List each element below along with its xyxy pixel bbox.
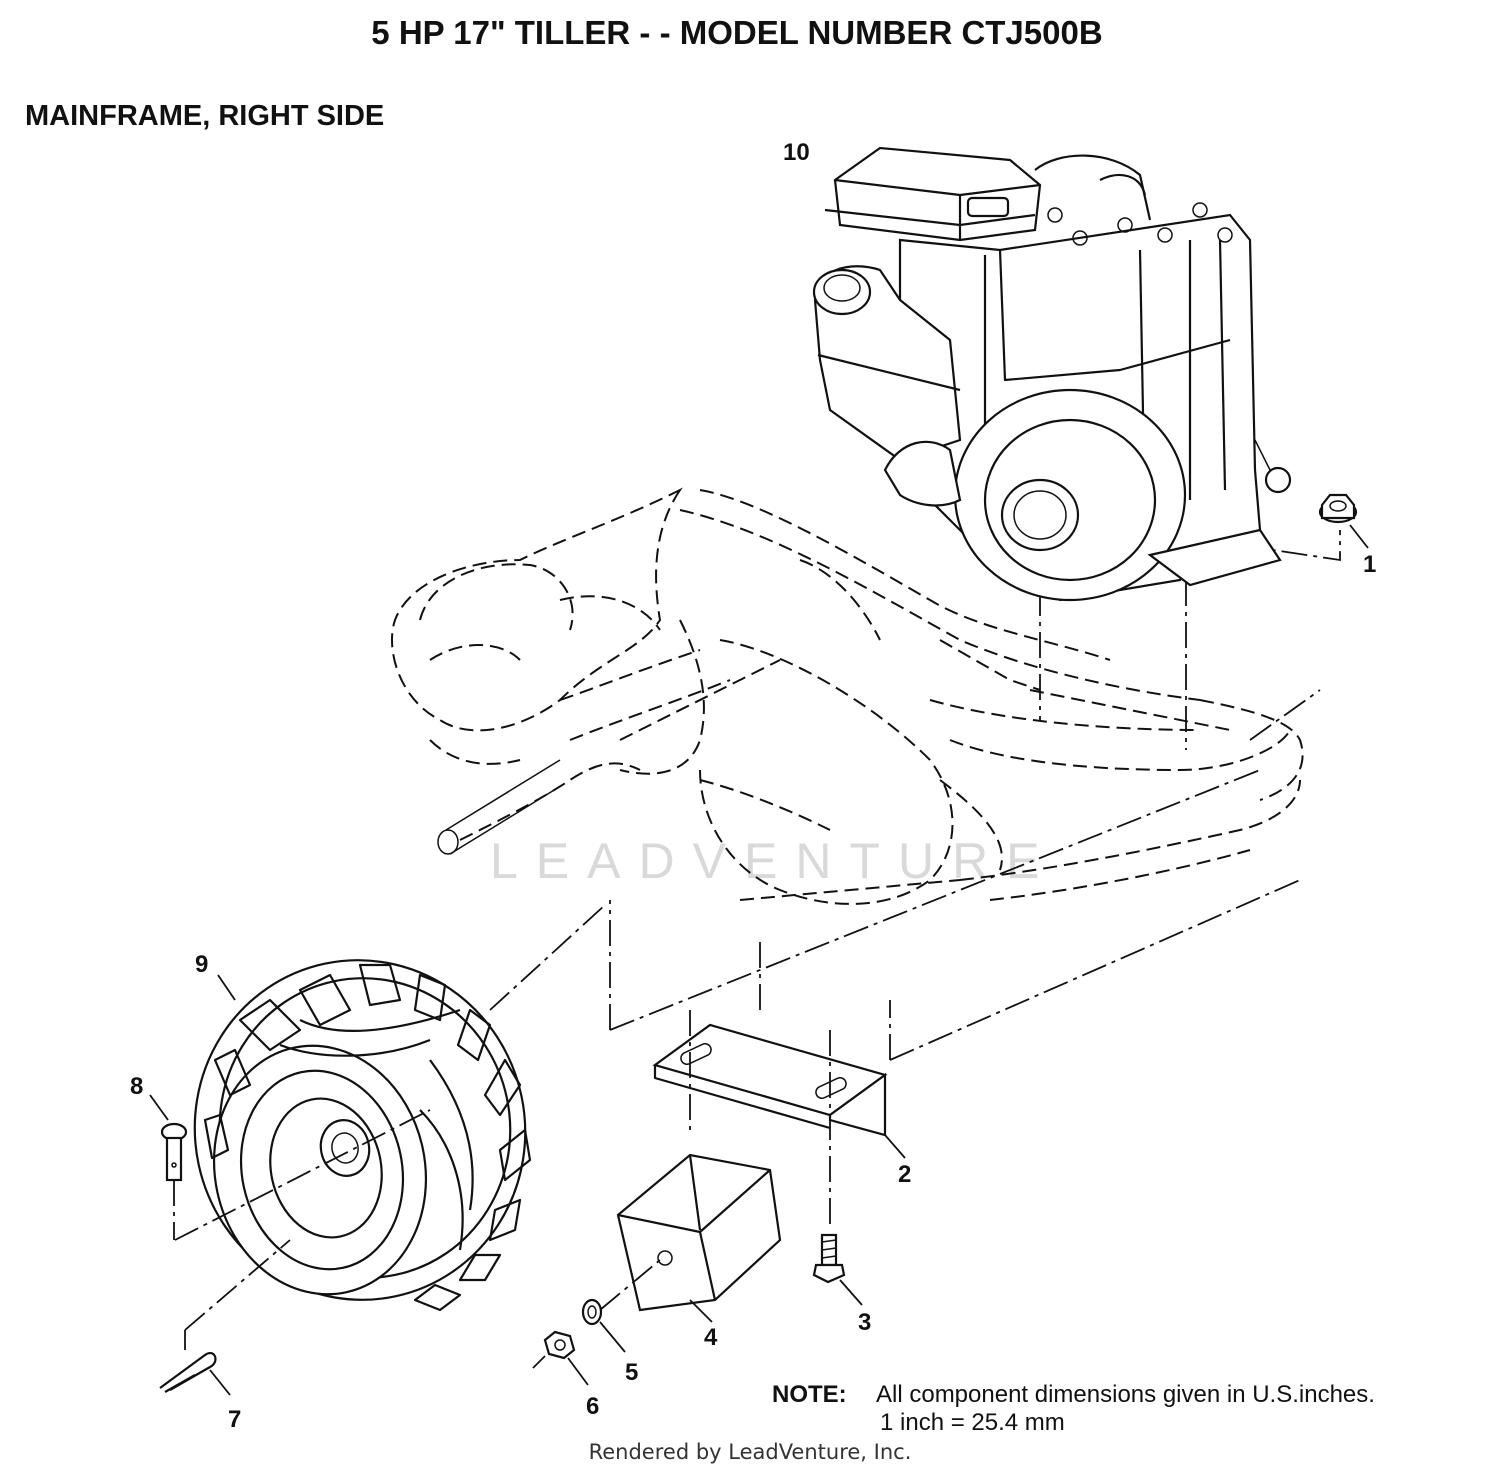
watermark-text: LEADVENTURE — [490, 833, 1058, 889]
mainframe-phantom — [391, 487, 1304, 905]
clevis-pin-part-8 — [149, 1094, 188, 1240]
callout-4: 4 — [704, 1324, 718, 1351]
callout-10: 10 — [783, 139, 810, 166]
callout-6: 6 — [586, 1393, 599, 1420]
callout-1: 1 — [1363, 551, 1376, 578]
dimension-note: NOTE: All component dimensions given in U… — [772, 1381, 1375, 1437]
note-label: NOTE: — [772, 1381, 847, 1408]
note-line-1: All component dimensions given in U.S.in… — [876, 1381, 1375, 1408]
callout-numbers: 1 2 3 4 5 6 7 8 9 10 — [130, 139, 1376, 1433]
weight-part-4 — [599, 1153, 782, 1323]
page-title: 5 HP 17" TILLER - - MODEL NUMBER CTJ500B — [371, 14, 1103, 51]
hair-pin-part-7 — [159, 1330, 231, 1396]
wheel-part-9 — [174, 959, 532, 1331]
section-subtitle: MAINFRAME, RIGHT SIDE — [25, 100, 385, 132]
nut-part-6 — [532, 1330, 589, 1386]
render-credit: Rendered by LeadVenture, Inc. — [588, 1440, 912, 1464]
callout-7: 7 — [228, 1406, 241, 1433]
washer-part-5 — [581, 1298, 626, 1353]
callout-8: 8 — [130, 1073, 143, 1100]
engine-part-10 — [812, 146, 1292, 602]
note-line-2: 1 inch = 25.4 mm — [880, 1409, 1065, 1436]
callout-5: 5 — [625, 1359, 638, 1386]
mainframe-rails — [489, 530, 1341, 1061]
callout-3: 3 — [858, 1309, 871, 1336]
callout-2: 2 — [898, 1161, 911, 1188]
bracket-part-2 — [652, 1010, 906, 1230]
nut-part-1 — [1318, 493, 1369, 549]
bolt-part-3 — [812, 1233, 863, 1306]
callout-9: 9 — [195, 951, 208, 978]
